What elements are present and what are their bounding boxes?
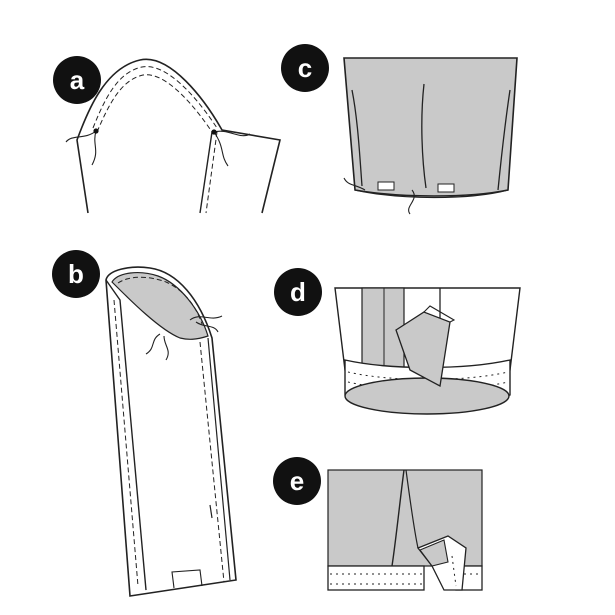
- step-badge-e: e: [273, 457, 321, 505]
- step-c-sleeve-body: [344, 58, 517, 196]
- step-d-placket: [362, 288, 404, 368]
- step-b-illustration: [106, 267, 236, 596]
- step-badge-a: a: [53, 56, 101, 104]
- step-badge-d-label: d: [290, 277, 306, 307]
- step-e-illustration: [328, 470, 482, 590]
- step-e-hem-left: [328, 566, 424, 590]
- step-badge-b: b: [52, 250, 100, 298]
- step-badge-c: c: [281, 44, 329, 92]
- step-badge-e-label: e: [290, 466, 304, 496]
- step-badge-a-label: a: [70, 65, 85, 95]
- step-c-tab-right: [438, 184, 454, 192]
- step-badge-b-label: b: [68, 259, 84, 289]
- step-badge-d: d: [274, 268, 322, 316]
- step-a-pin-left: [93, 128, 98, 133]
- step-c-tab-left: [378, 182, 394, 190]
- step-d-illustration: [335, 288, 520, 414]
- step-c-illustration: [344, 58, 517, 214]
- step-a-pin-right: [211, 129, 216, 134]
- step-badge-c-label: c: [298, 53, 312, 83]
- step-d-cuff-opening: [345, 378, 509, 414]
